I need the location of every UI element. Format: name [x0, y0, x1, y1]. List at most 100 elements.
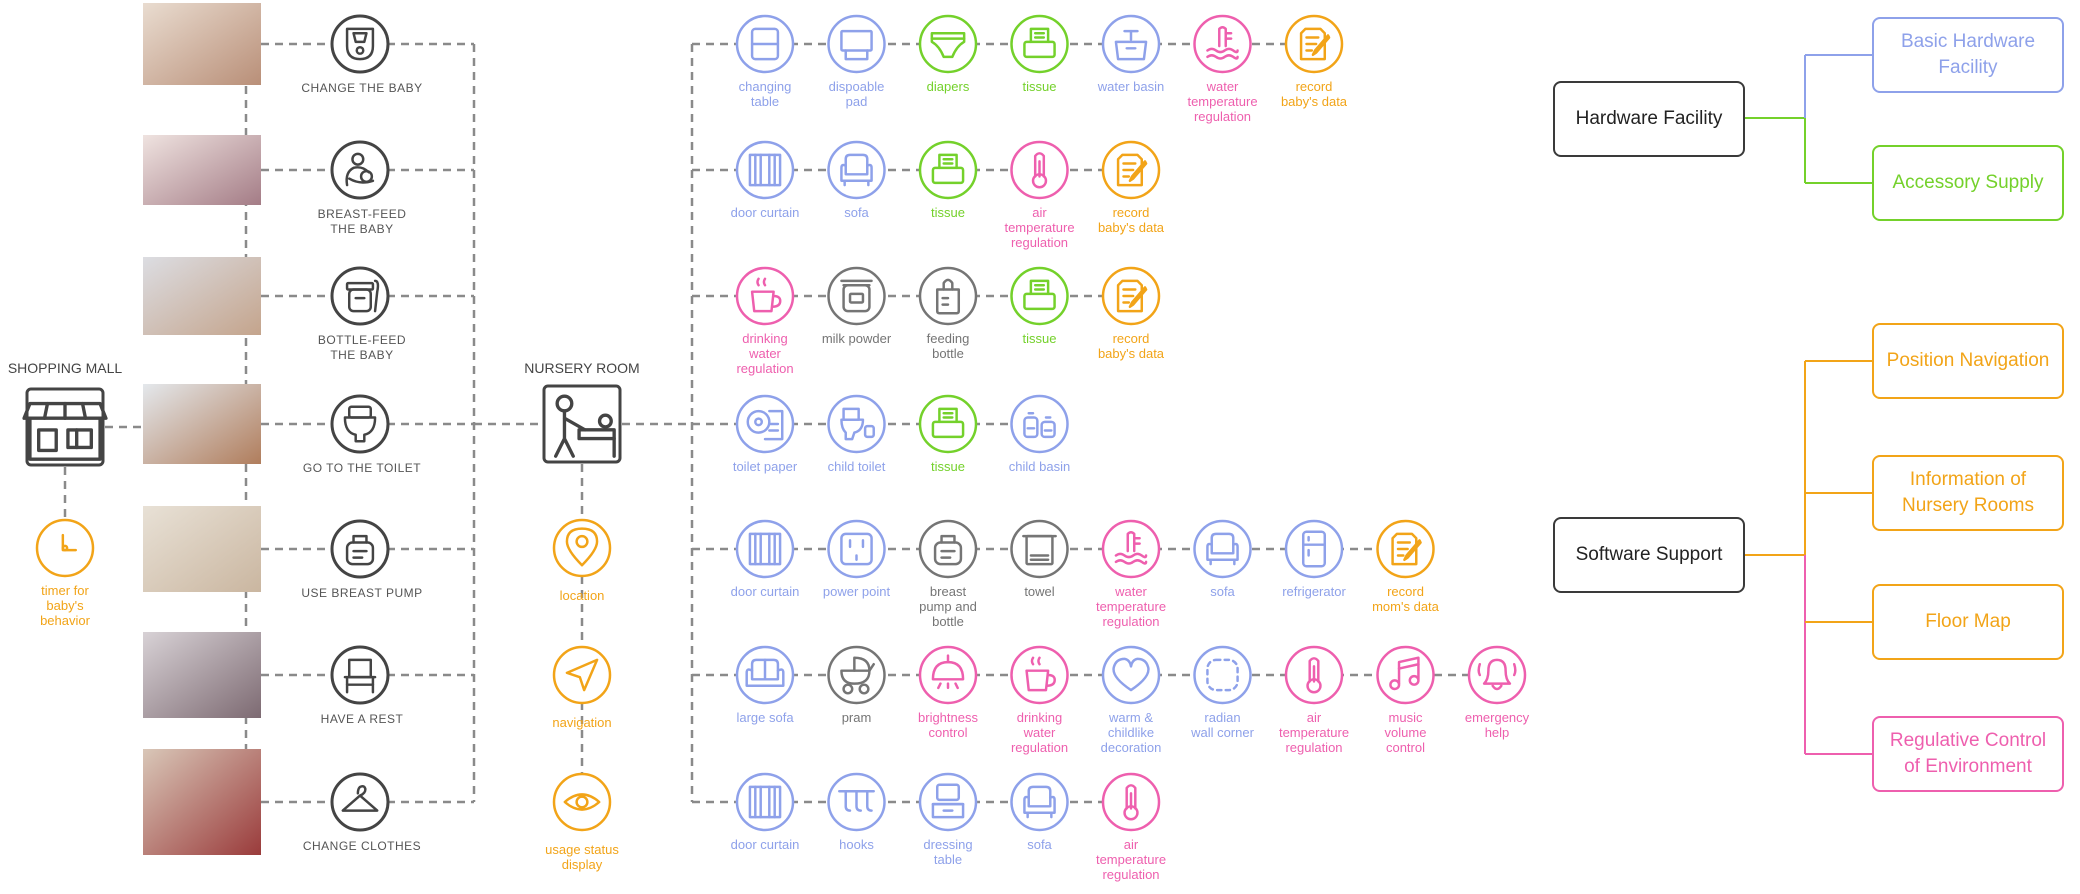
- shopping-mall-title: SHOPPING MALL: [7, 360, 123, 376]
- diaper-bag-icon: [330, 14, 390, 74]
- chair-icon: [330, 645, 390, 705]
- facility-label: record baby's data: [1280, 79, 1348, 109]
- heart-icon: [1101, 645, 1161, 705]
- facility-label: music volume control: [1384, 710, 1427, 755]
- tissue-icon: [918, 140, 978, 200]
- facility-label: drinking water regulation: [736, 331, 794, 376]
- activity-photo: [143, 506, 261, 592]
- cup-icon: [735, 266, 795, 326]
- facility-label: diapers: [926, 79, 970, 94]
- door-curtain-icon: [735, 519, 795, 579]
- child-basin-icon: [1010, 394, 1069, 454]
- facility-label: water temperature regulation: [1095, 584, 1167, 629]
- refrigerator-icon: [1284, 519, 1344, 579]
- software-child-box: Position Navigation: [1872, 323, 2064, 399]
- tissue-icon: [918, 394, 978, 454]
- facility-label: refrigerator: [1282, 584, 1346, 599]
- facility-label: tissue: [1022, 79, 1057, 94]
- toilet-paper-icon: [735, 394, 795, 454]
- bell-icon: [1467, 645, 1527, 705]
- feature-label: usage status display: [545, 842, 619, 872]
- facility-label: water basin: [1097, 79, 1165, 94]
- software-child-box: Regulative Control of Environment: [1872, 716, 2064, 792]
- facility-label: dressing table: [923, 837, 973, 867]
- activity-photo: [143, 3, 261, 85]
- activity-label: CHANGE CLOTHES: [302, 839, 422, 853]
- facility-label: hooks: [839, 837, 874, 852]
- timer-label: timer for baby's behavior: [40, 583, 90, 628]
- feature-label: location: [559, 588, 605, 603]
- feeding-bottle-icon: [918, 266, 978, 326]
- facility-label: sofa: [1027, 837, 1052, 852]
- lamp-icon: [918, 645, 978, 705]
- record-data-icon: [1376, 519, 1435, 579]
- activity-label: BOTTLE-FEED THE BABY: [317, 333, 407, 362]
- facility-label: brightness control: [918, 710, 978, 740]
- facility-label: large sofa: [736, 710, 794, 725]
- dressing-table-icon: [918, 772, 978, 832]
- activity-photo: [143, 257, 261, 335]
- water-temperature-icon: [1193, 14, 1252, 74]
- tissue-icon: [1010, 266, 1069, 326]
- facility-label: door curtain: [730, 837, 800, 852]
- door-curtain-icon: [735, 772, 795, 832]
- clock-icon: [35, 518, 95, 578]
- sofa-icon: [1193, 519, 1252, 579]
- breastfeeding-icon: [330, 140, 390, 200]
- facility-label: emergency help: [1464, 710, 1530, 740]
- hardware-child-box: Basic Hardware Facility: [1872, 17, 2064, 93]
- hooks-icon: [827, 772, 886, 832]
- facility-label: child toilet: [827, 459, 886, 474]
- hardware-facility-box: Hardware Facility: [1553, 81, 1745, 157]
- activity-label: HAVE A REST: [320, 712, 404, 726]
- activity-photo: [143, 749, 261, 855]
- navigation-arrow-icon: [552, 645, 612, 705]
- activity-photo: [143, 135, 261, 205]
- facility-label: tissue: [931, 205, 965, 220]
- thermometer-icon: [1010, 140, 1069, 200]
- facility-label: drinking water regulation: [1010, 710, 1069, 755]
- facility-label: child basin: [1008, 459, 1071, 474]
- facility-label: water temperature regulation: [1187, 79, 1258, 124]
- storefront-icon: [22, 387, 108, 467]
- water-temperature-icon: [1101, 519, 1161, 579]
- pram-icon: [827, 645, 886, 705]
- facility-label: tissue: [931, 459, 965, 474]
- rounded-corner-icon: [1193, 645, 1252, 705]
- facility-label: sofa: [844, 205, 869, 220]
- facility-label: record baby's data: [1097, 331, 1165, 361]
- eye-icon: [552, 772, 612, 832]
- software-child-box: Information of Nursery Rooms: [1872, 455, 2064, 531]
- breast-pump-icon: [918, 519, 978, 579]
- breast-pump-icon: [330, 519, 390, 579]
- toilet-icon: [330, 394, 390, 454]
- sofa-icon: [1010, 772, 1069, 832]
- milk-powder-icon: [827, 266, 886, 326]
- disposable-pad-icon: [827, 14, 886, 74]
- music-note-icon: [1376, 645, 1435, 705]
- facility-label: air temperature regulation: [1278, 710, 1350, 755]
- facility-label: towel: [1024, 584, 1055, 599]
- hanger-icon: [330, 772, 390, 832]
- towel-icon: [1010, 519, 1069, 579]
- thermometer-icon: [1101, 772, 1161, 832]
- record-data-icon: [1101, 140, 1161, 200]
- facility-label: milk powder: [821, 331, 892, 346]
- tissue-icon: [1010, 14, 1069, 74]
- changing-table-icon: [735, 14, 795, 74]
- facility-label: sofa: [1210, 584, 1235, 599]
- water-basin-icon: [1101, 14, 1161, 74]
- facility-label: door curtain: [730, 205, 800, 220]
- cup-icon: [1010, 645, 1069, 705]
- facility-label: door curtain: [730, 584, 800, 599]
- door-curtain-icon: [735, 140, 795, 200]
- sofa-icon: [827, 140, 886, 200]
- record-data-icon: [1284, 14, 1344, 74]
- location-pin-icon: [552, 518, 612, 578]
- facility-label: record mom's data: [1372, 584, 1439, 614]
- activity-photo: [143, 632, 261, 718]
- feature-label: navigation: [552, 715, 612, 730]
- diaper-icon: [918, 14, 978, 74]
